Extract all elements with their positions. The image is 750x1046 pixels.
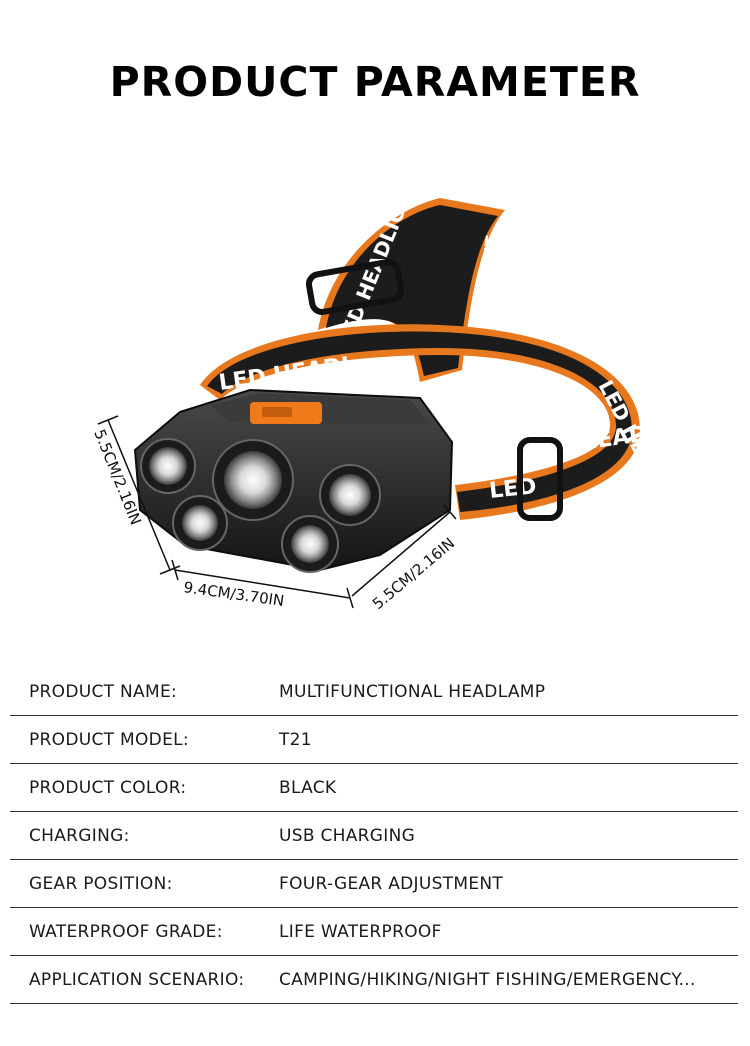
spec-value: USB CHARGING xyxy=(279,825,416,846)
spec-row-charging: CHARGING: USB CHARGING xyxy=(10,812,738,860)
led-lens-3 xyxy=(329,474,371,516)
side-strap: LED HEADL HEADL LED LED HEADL xyxy=(200,324,674,520)
spec-row-waterproof-grade: WATERPROOF GRADE: LIFE WATERPROOF xyxy=(10,908,738,956)
spec-label: APPLICATION SCENARIO: xyxy=(29,969,245,990)
spec-row-gear-position: GEAR POSITION: FOUR-GEAR ADJUSTMENT xyxy=(10,860,738,908)
spec-value: BLACK xyxy=(279,777,337,798)
spec-row-product-color: PRODUCT COLOR: BLACK xyxy=(10,764,738,812)
spec-value: LIFE WATERPROOF xyxy=(279,921,442,942)
strap-label-5: LED xyxy=(488,474,538,504)
strap-buckle-top xyxy=(305,259,405,315)
spec-value: T21 xyxy=(279,729,312,750)
spec-row-product-name: PRODUCT NAME: MULTIFUNCTIONAL HEADLAMP xyxy=(10,668,738,716)
led-lens-5 xyxy=(291,525,329,563)
spec-value: CAMPING/HIKING/NIGHT FISHING/EMERGENCY..… xyxy=(279,969,696,990)
strap-buckle-side xyxy=(517,437,563,521)
spec-row-application-scenario: APPLICATION SCENARIO: CAMPING/HIKING/NIG… xyxy=(10,956,738,1004)
spec-label: PRODUCT NAME: xyxy=(29,681,178,702)
spec-table: PRODUCT NAME: MULTIFUNCTIONAL HEADLAMP P… xyxy=(10,668,738,1004)
dimension-lines xyxy=(97,415,457,609)
spec-row-product-model: PRODUCT MODEL: T21 xyxy=(10,716,738,764)
page-title: PRODUCT PARAMETER xyxy=(109,58,641,106)
spec-label: WATERPROOF GRADE: xyxy=(29,921,223,942)
headlamp-product-image: LED HEADLIGHT LIGHT LED HEADL HEADL LED … xyxy=(90,174,674,613)
led-lens-1 xyxy=(149,447,187,485)
spec-label: CHARGING: xyxy=(29,825,130,846)
led-lens-4 xyxy=(182,505,218,541)
spec-label: PRODUCT COLOR: xyxy=(29,777,187,798)
spec-value: FOUR-GEAR ADJUSTMENT xyxy=(279,873,504,894)
spec-label: GEAR POSITION: xyxy=(29,873,173,894)
spec-value: MULTIFUNCTIONAL HEADLAMP xyxy=(279,681,546,702)
dimension-width-label: 9.4CM/3.70IN xyxy=(182,578,285,610)
spec-label: PRODUCT MODEL: xyxy=(29,729,189,750)
led-lens-main xyxy=(224,451,282,509)
led-lenses xyxy=(140,438,381,573)
